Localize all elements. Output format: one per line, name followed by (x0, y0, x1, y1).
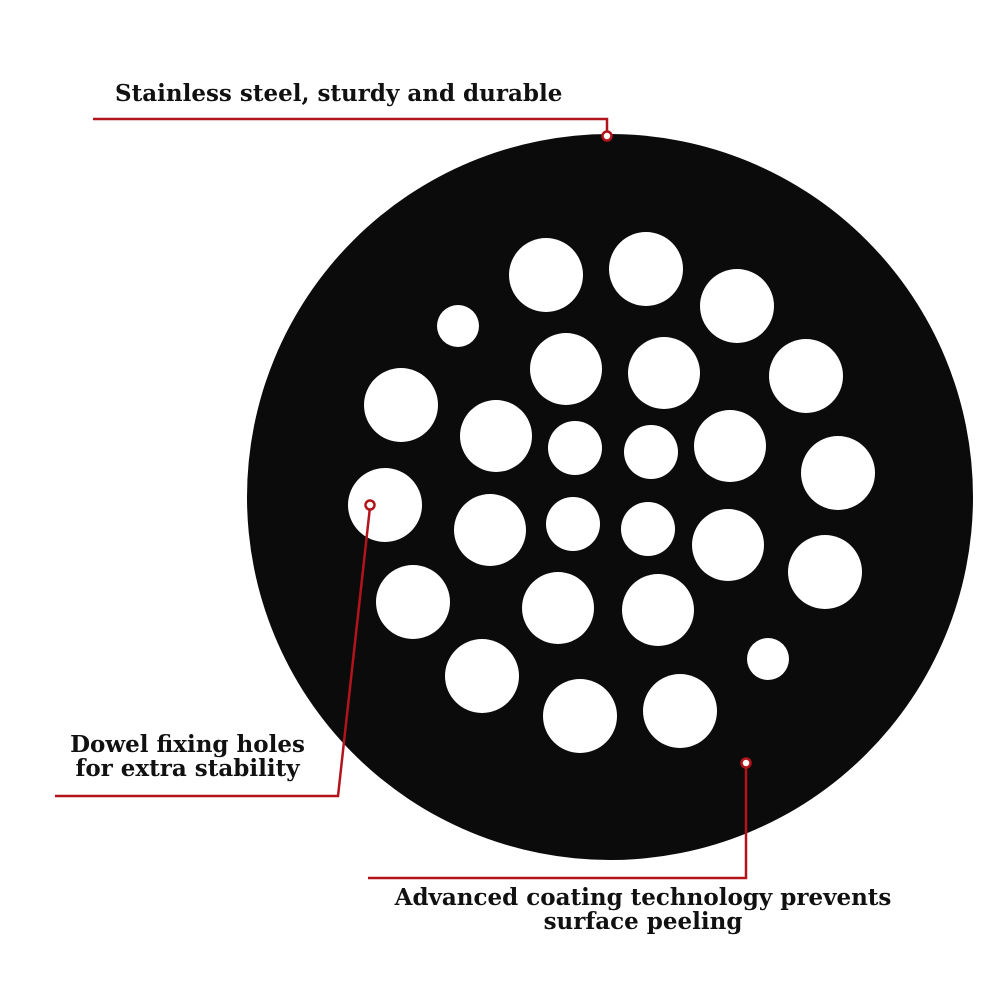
annotation-bottom: Advanced coating technology prevents sur… (368, 884, 918, 936)
annotation-dots (364, 130, 752, 769)
annotation-left: Dowel fixing holes for extra stability (55, 731, 320, 783)
bottom-marker-dot (740, 757, 752, 769)
left-leader-line (55, 506, 372, 798)
top-marker-dot (601, 130, 613, 142)
grate-plate (247, 134, 973, 860)
left-marker-dot (364, 499, 376, 511)
annotation-lines (55, 117, 748, 880)
annotation-top: Stainless steel, sturdy and durable (115, 80, 563, 107)
annotation-bottom-line2: surface peeling (543, 908, 743, 936)
annotation-left-line1: Dowel fixing holes (70, 731, 305, 758)
annotation-left-line2: for extra stability (75, 755, 300, 783)
top-leader-line (93, 117, 609, 134)
annotation-bottom-line1: Advanced coating technology prevents (394, 884, 892, 911)
bottom-leader-line (368, 765, 748, 880)
